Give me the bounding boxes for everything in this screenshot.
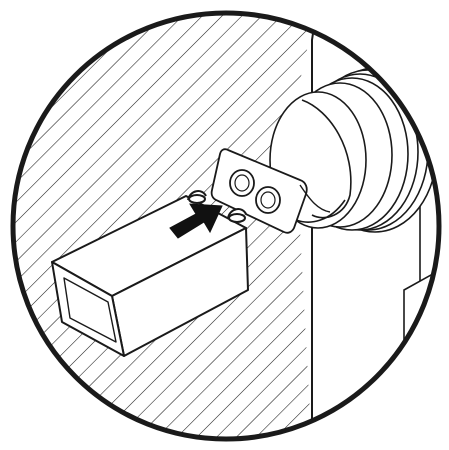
connector-contact-right <box>256 187 280 213</box>
connector-contact-left <box>230 170 254 196</box>
